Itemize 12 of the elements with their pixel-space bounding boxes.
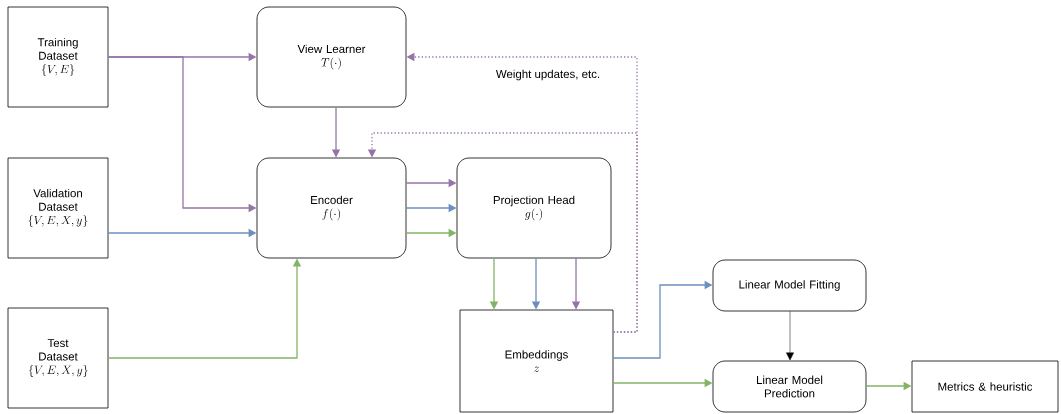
edge-label: Weight updates, etc.: [494, 68, 602, 82]
process-box: Projection Head $g(\cdot)$: [456, 157, 612, 259]
data-box: Embeddings $z$: [459, 309, 614, 413]
process-box: Linear Model Fitting: [712, 259, 867, 312]
data-box: Test Dataset $\{V, E, X, y\}$: [7, 307, 109, 409]
arrow: [786, 311, 794, 361]
process-box: View Learner $T(\cdot)$: [256, 6, 407, 108]
data-box: Validation Dataset $\{V, E, X, y\}$: [7, 157, 109, 259]
data-box: Training Dataset $\{V, E\}$: [7, 6, 109, 108]
process-box: Encoder $f(\cdot)$: [256, 157, 407, 259]
process-box: Linear Model Prediction: [712, 360, 867, 413]
data-box: Metrics & heuristic: [911, 360, 1059, 413]
